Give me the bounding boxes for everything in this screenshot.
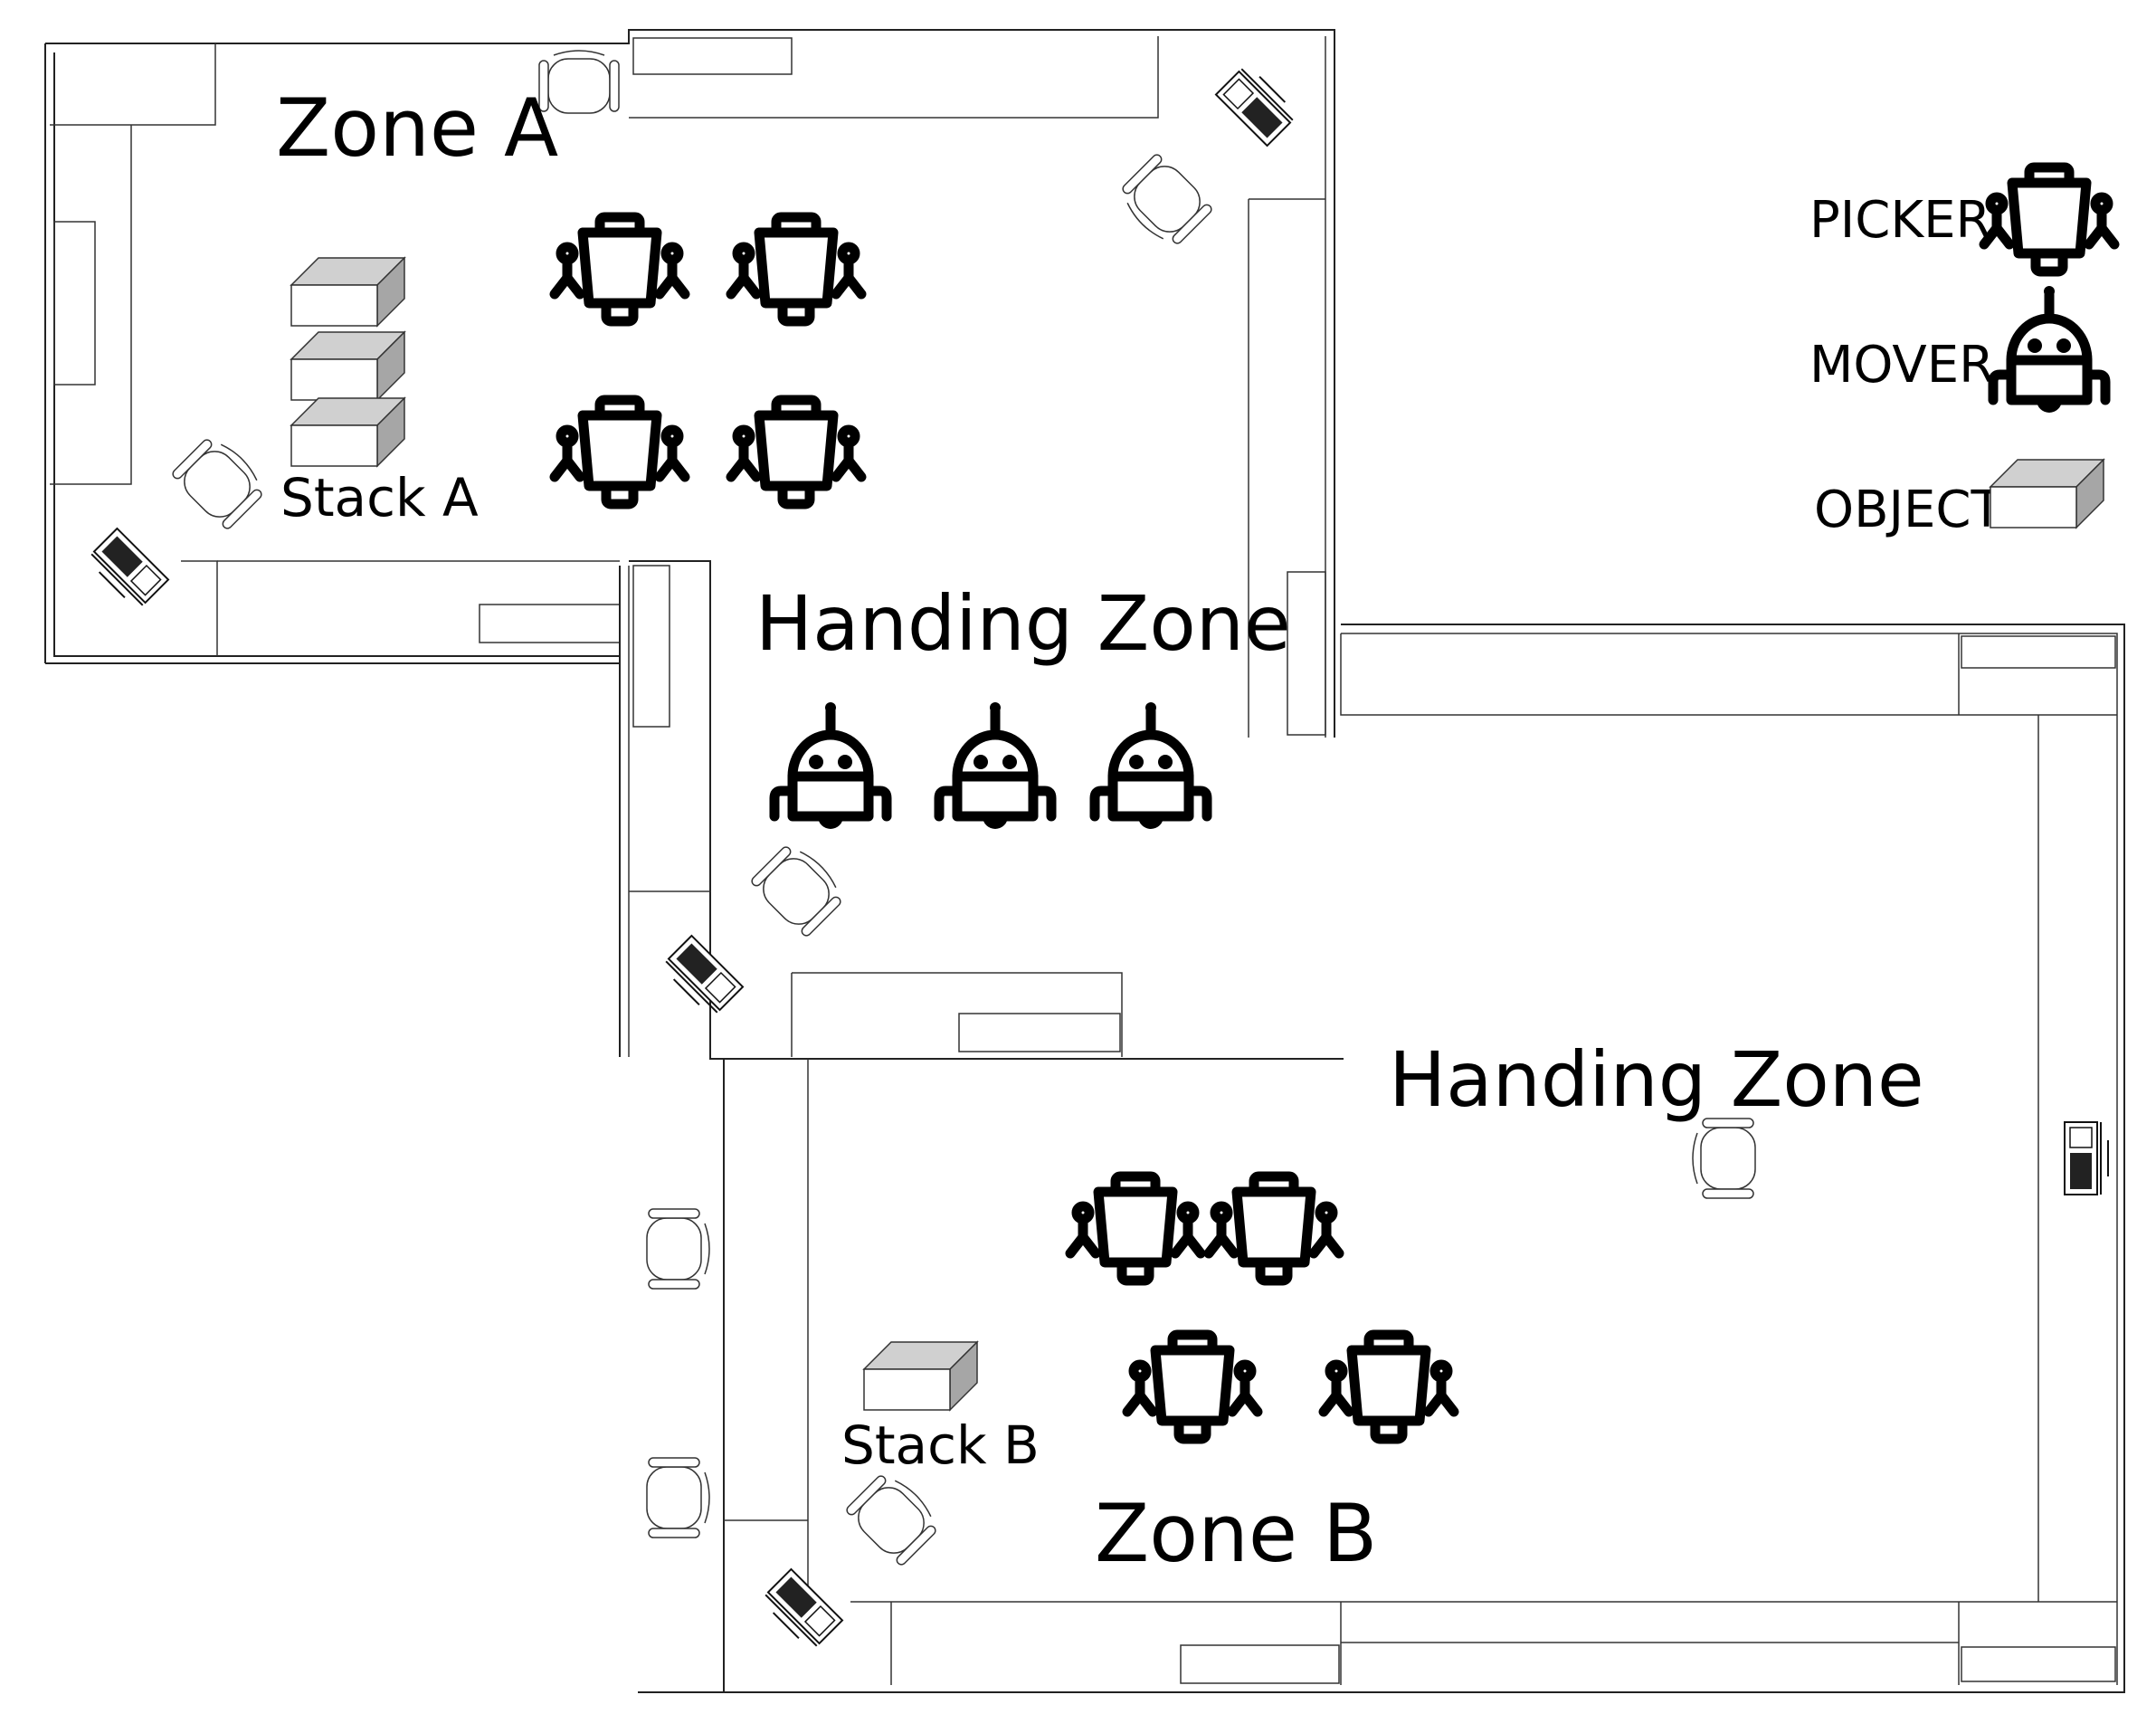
box-icon xyxy=(863,1341,978,1411)
chair-icon xyxy=(1692,1118,1756,1199)
box-icon xyxy=(290,331,405,401)
zone-labels: Zone A Stack A Handing Zone Handing Zone… xyxy=(276,81,1924,1580)
stack-a-label: Stack A xyxy=(280,467,479,528)
chair-icon xyxy=(747,837,850,940)
computer-icon xyxy=(660,934,745,1019)
picker-robot-icon xyxy=(1127,1335,1258,1439)
mover-robot-icon xyxy=(774,702,887,829)
handing-zone-lower-label: Handing Zone xyxy=(1389,1035,1924,1124)
handing-zone-upper-label: Handing Zone xyxy=(755,579,1291,668)
mover-robot-icon xyxy=(939,702,1051,829)
zone-b-label: Zone B xyxy=(1095,1487,1377,1580)
chair-icon xyxy=(646,1208,710,1290)
stack-b-label: Stack B xyxy=(841,1414,1040,1476)
picker-robot-icon xyxy=(1324,1335,1454,1439)
picker-robot-icon xyxy=(1070,1176,1201,1281)
box-icon xyxy=(1990,459,2104,528)
chair-icon xyxy=(168,430,271,533)
picker-robot-icon xyxy=(731,217,861,321)
chair-icon xyxy=(842,1466,945,1569)
computer-icon xyxy=(85,527,170,612)
box-icon xyxy=(290,397,405,467)
legend-picker-label: PICKER xyxy=(1809,191,1990,250)
legend-mover-label: MOVER xyxy=(1809,336,1994,395)
picker-robot-icon xyxy=(1984,167,2114,271)
computer-icon xyxy=(2064,1121,2109,1195)
picker-robot-icon xyxy=(731,400,861,504)
mover-robot-icon xyxy=(1993,286,2105,413)
box-icon xyxy=(290,257,405,327)
computer-icon xyxy=(759,1567,844,1652)
handing-zone-movers xyxy=(774,702,1207,829)
computer-icon xyxy=(1214,62,1299,148)
zone-b-pickers xyxy=(1070,1176,1454,1439)
stack-b xyxy=(863,1341,978,1411)
mover-robot-icon xyxy=(1095,702,1207,829)
chair-icon xyxy=(1113,150,1216,253)
zone-a-label: Zone A xyxy=(276,81,558,175)
picker-robot-icon xyxy=(555,217,685,321)
picker-robot-icon xyxy=(1209,1176,1339,1281)
walls xyxy=(44,29,2125,1693)
legend: PICKER MOVER OBJECT xyxy=(1809,167,2114,539)
stack-a xyxy=(290,257,405,467)
picker-robot-icon xyxy=(555,400,685,504)
chair-icon xyxy=(646,1457,710,1538)
legend-object-label: OBJECT xyxy=(1814,481,2002,539)
zone-a-pickers xyxy=(555,217,861,504)
